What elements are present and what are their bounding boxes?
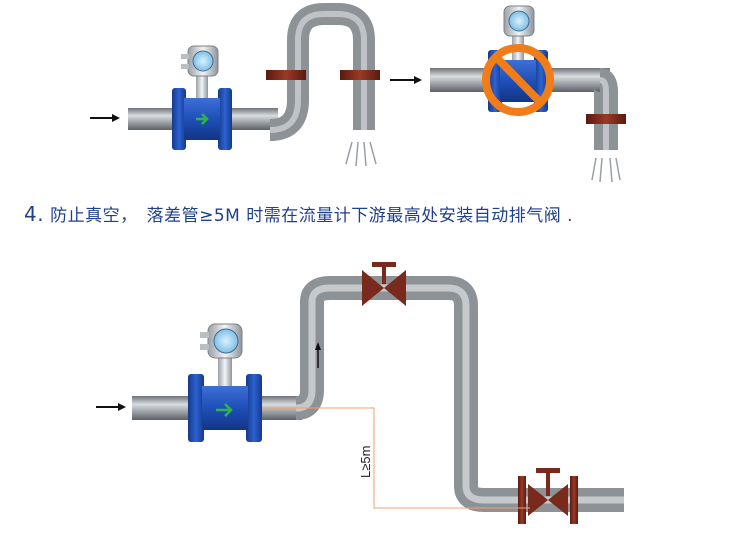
water-discharge-icon (591, 157, 621, 183)
gate-valve-icon (518, 468, 578, 524)
flow-direction-icon (196, 113, 209, 125)
right-arrow-icon (96, 403, 126, 411)
flow-direction-icon (216, 403, 233, 417)
pipe-flange (266, 70, 306, 80)
height-dimension (262, 407, 530, 509)
bottom-installation: L≥5m (96, 262, 624, 524)
pipe-flange (586, 114, 626, 124)
top-right-installation (390, 5, 626, 183)
right-arrow-icon (90, 114, 120, 122)
flowmeter-top-left (172, 45, 232, 150)
up-arrow-icon (315, 342, 321, 368)
pipe-loop (295, 276, 624, 512)
pipe-flange (340, 70, 380, 80)
gate-valve-icon (362, 262, 406, 306)
right-arrow-icon (390, 76, 422, 84)
caption-text: 防止真空， 落差管≥5M 时需在流量计下游最高处安装自动排气阀 . (50, 206, 574, 226)
flowmeter-bottom (188, 323, 262, 442)
top-left-installation (90, 3, 380, 167)
water-discharge-icon (345, 141, 377, 167)
caption: 4.防止真空， 落差管≥5M 时需在流量计下游最高处安装自动排气阀 . (24, 200, 573, 228)
dimension-label: L≥5m (358, 446, 373, 478)
no-sign-icon (482, 44, 554, 116)
caption-number: 4. (24, 202, 45, 226)
